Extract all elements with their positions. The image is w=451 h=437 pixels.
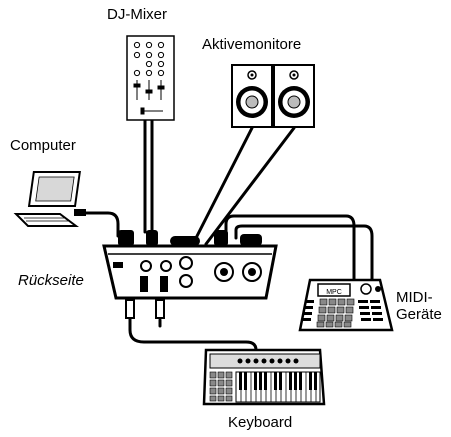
cables (82, 116, 374, 352)
dj-mixer (126, 35, 175, 121)
monitor-right (273, 64, 315, 128)
cable-midi-2 (234, 224, 374, 282)
cable-midi-1 (224, 214, 356, 282)
mixer-knobs-icon (133, 41, 165, 77)
keyboard-pads (209, 371, 233, 402)
keyboard-keys (235, 371, 321, 403)
mpc-device: MPC (298, 278, 394, 332)
audio-interface (102, 230, 278, 319)
mixer-faders-icon (133, 80, 165, 115)
dj-mixer-label: DJ-Mixer (107, 6, 167, 23)
midi-label-line1: MIDI- (396, 289, 433, 306)
laptop (13, 171, 86, 227)
keyboard-label: Keyboard (228, 414, 293, 431)
mpc-pads (316, 298, 355, 328)
cable-usb (82, 211, 120, 238)
monitor-left (231, 64, 273, 128)
monitors-label: Aktivemonitore (202, 36, 302, 53)
mpc-screen (317, 283, 351, 297)
rear-label: Rückseite (18, 272, 84, 289)
mpc-badge: MPC (326, 289, 342, 296)
midi-label-line2: Geräte (396, 306, 442, 323)
cable-monitor-left (194, 126, 254, 240)
cable-monitor-right (204, 126, 296, 246)
keyboard-controller (202, 348, 326, 406)
computer-label: Computer (10, 137, 76, 154)
cable-keyboard (128, 316, 258, 352)
